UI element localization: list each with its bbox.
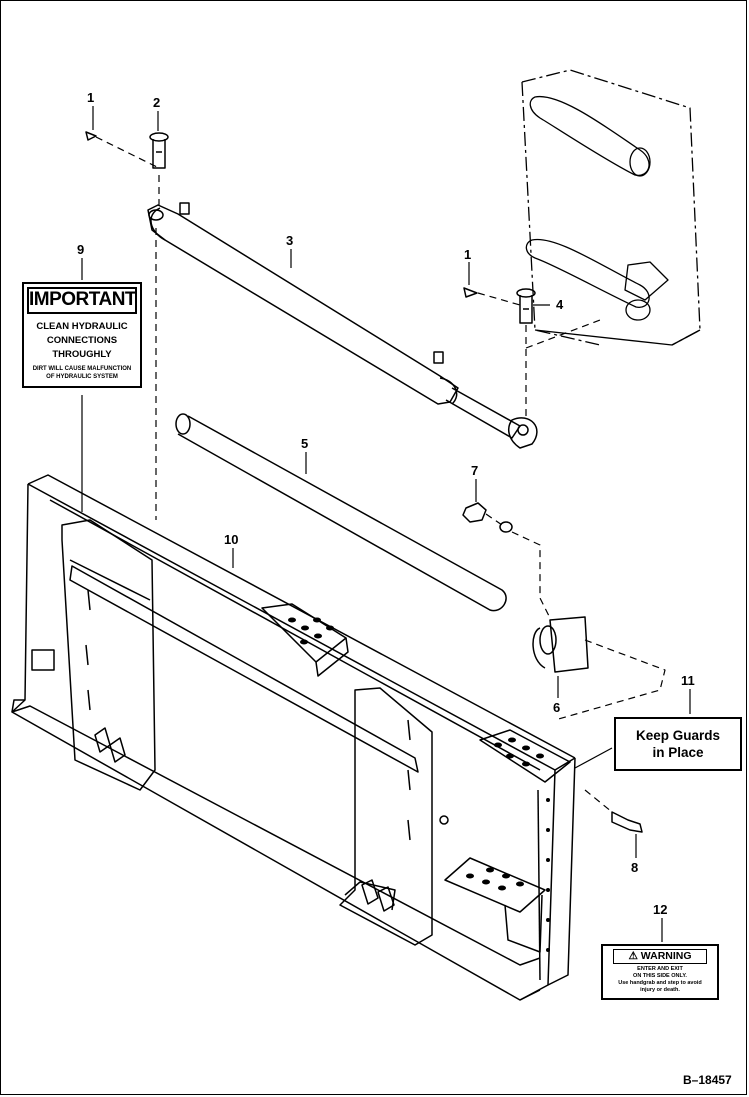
important-decal-small1: DIRT WILL CAUSE MALFUNCTION <box>32 366 132 372</box>
callout-2: 2 <box>153 95 161 110</box>
cotter-pin-1a <box>85 131 97 141</box>
bolt <box>611 811 643 833</box>
warning-decal-line4: injury or death. <box>640 987 680 993</box>
pin-4 <box>516 288 536 324</box>
warning-decal-line2: ON THIS SIDE ONLY. <box>633 973 687 979</box>
important-decal-line3: THROUGHLY <box>52 349 112 360</box>
washer <box>499 521 513 533</box>
callout-1b: 1 <box>464 247 472 262</box>
important-decal-line2: CONNECTIONS <box>46 335 118 346</box>
callout-7: 7 <box>471 463 479 478</box>
important-decal-small2: OF HYDRAULIC SYSTEM <box>46 374 118 380</box>
callout-1a: 1 <box>87 90 95 105</box>
hydraulic-cylinder <box>147 202 538 449</box>
keep-guards-line2: in Place <box>652 745 704 760</box>
bushing-plate <box>532 616 589 673</box>
callout-8: 8 <box>631 860 639 875</box>
pin-2 <box>149 132 169 169</box>
assembly-lines <box>95 136 666 813</box>
warning-decal-header: ⚠ WARNING <box>613 949 707 964</box>
warning-decal-line3: Use handgrab and step to avoid <box>618 980 702 986</box>
callout-4: 4 <box>556 297 564 312</box>
callout-10: 10 <box>224 532 239 547</box>
warning-decal-line1: ENTER AND EXIT <box>637 966 683 972</box>
leader-lines <box>81 106 691 942</box>
callout-9: 9 <box>77 242 85 257</box>
callout-12: 12 <box>653 902 668 917</box>
important-decal: IMPORTANT CLEAN HYDRAULIC CONNECTIONS TH… <box>22 282 142 388</box>
important-decal-line1: CLEAN HYDRAULIC <box>36 321 128 332</box>
loader-mount-plate <box>521 69 701 346</box>
keep-guards-decal: Keep Guards in Place <box>614 717 742 771</box>
warning-decal: ⚠ WARNING ENTER AND EXIT ON THIS SIDE ON… <box>601 944 719 1000</box>
important-decal-title: IMPORTANT <box>27 287 137 314</box>
pivot-rod <box>175 413 507 612</box>
warning-triangle-icon: ⚠ <box>628 950 638 962</box>
warning-decal-title: WARNING <box>640 950 692 962</box>
attachment-frame <box>11 474 576 1001</box>
cotter-pin-1b <box>463 287 478 298</box>
keep-guards-line1: Keep Guards <box>635 728 721 743</box>
callout-5: 5 <box>301 436 309 451</box>
callout-3: 3 <box>286 233 294 248</box>
step-holes <box>288 617 550 952</box>
callout-11: 11 <box>681 673 695 688</box>
callout-6: 6 <box>553 700 561 715</box>
figure-id: B–18457 <box>683 1073 732 1087</box>
nut <box>462 502 487 523</box>
